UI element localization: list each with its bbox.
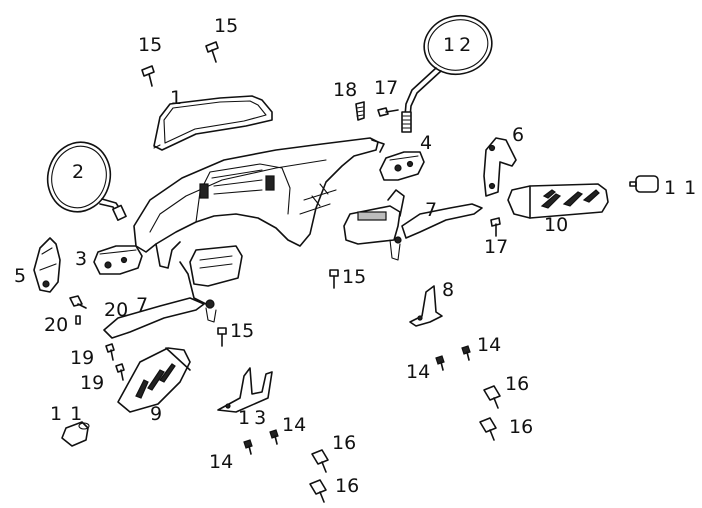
callout-7-left: 7 xyxy=(136,294,148,316)
callout-9: 9 xyxy=(150,403,162,425)
callout-14-b: 14 xyxy=(477,334,501,356)
bracket-13 xyxy=(217,367,273,413)
callout-16-d: 16 xyxy=(335,475,359,497)
callout-15-b: 15 xyxy=(214,15,238,37)
callout-14-d: 14 xyxy=(282,414,306,436)
callout-11-right: 11 xyxy=(664,177,702,199)
right-grip xyxy=(507,183,609,219)
callout-17-a: 17 xyxy=(374,77,398,99)
callout-10: 10 xyxy=(544,214,568,236)
callout-17-b: 17 xyxy=(484,236,508,258)
bar-end-left xyxy=(61,421,90,447)
left-master-cylinder xyxy=(103,245,243,339)
callout-4: 4 xyxy=(420,132,432,154)
callout-2: 2 xyxy=(72,161,84,183)
callout-8: 8 xyxy=(442,279,454,301)
callout-6: 6 xyxy=(512,124,524,146)
callout-12: 12 xyxy=(443,34,475,56)
bracket-8 xyxy=(409,285,443,327)
callout-7-right: 7 xyxy=(425,199,437,221)
right-bracket xyxy=(483,137,517,197)
right-master-cylinder xyxy=(343,189,483,261)
callout-20-b: 20 xyxy=(44,314,68,336)
left-bracket xyxy=(33,237,61,293)
bar-end-right xyxy=(629,175,659,193)
callout-11-left: 11 xyxy=(50,403,90,425)
right-mirror xyxy=(401,14,493,133)
meter-cover xyxy=(153,95,273,151)
left-mirror xyxy=(46,141,127,221)
callout-20-a: 20 xyxy=(104,299,128,321)
callout-14-c: 14 xyxy=(209,451,233,473)
callout-15-a: 15 xyxy=(138,34,162,56)
callout-15-d: 15 xyxy=(230,320,254,342)
callout-14-a: 14 xyxy=(406,361,430,383)
handlebar-cover xyxy=(133,137,385,269)
callout-16-a: 16 xyxy=(505,373,529,395)
callout-13: 13 xyxy=(238,407,270,429)
left-grip xyxy=(117,347,191,413)
callout-5: 5 xyxy=(14,265,26,287)
callout-3: 3 xyxy=(75,248,87,270)
callout-1: 1 xyxy=(170,87,182,109)
callout-15-c: 15 xyxy=(342,266,366,288)
callout-16-b: 16 xyxy=(509,416,533,438)
left-switch xyxy=(93,245,143,275)
callout-19-a: 19 xyxy=(70,347,94,369)
small-fasteners xyxy=(69,41,501,503)
callout-19-b: 19 xyxy=(80,372,104,394)
callout-18: 18 xyxy=(333,79,357,101)
right-switch xyxy=(379,151,425,181)
callout-16-c: 16 xyxy=(332,432,356,454)
